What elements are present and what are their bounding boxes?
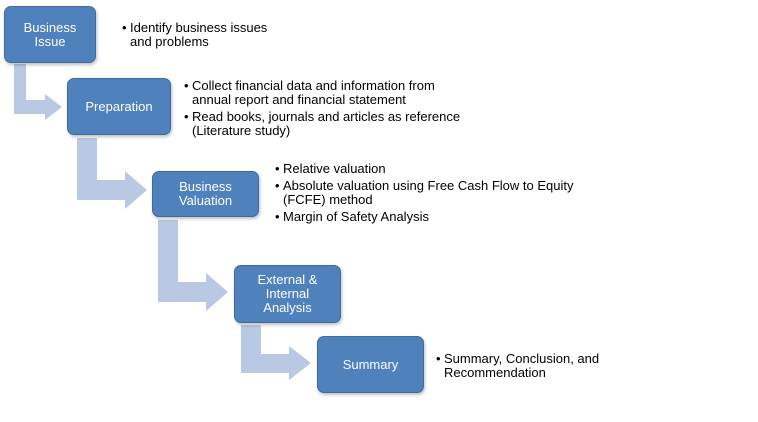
bullet-item: Absolute valuation using Free Cash Flow … (275, 179, 574, 207)
step-bullets-preparation: Collect financial data and information f… (184, 79, 460, 138)
step-box-business-issue: Business Issue (4, 6, 96, 63)
bullet-item: Read books, journals and articles as ref… (184, 110, 460, 138)
step-bullets-summary: Summary, Conclusion, and Recommendation (436, 352, 599, 380)
step-box-preparation: Preparation (67, 78, 171, 135)
step-box-business-valuation: Business Valuation (152, 171, 259, 217)
arrow-valuation-to-analysis (158, 220, 228, 311)
arrow-analysis-to-summary (241, 325, 311, 380)
bullet-item: Margin of Safety Analysis (275, 210, 574, 225)
step-bullets-business-valuation: Relative valuation Absolute valuation us… (275, 162, 574, 225)
bullet-item: Identify business issues and problems (122, 21, 267, 49)
arrow-issue-to-preparation (14, 64, 62, 120)
bullet-item: Summary, Conclusion, and Recommendation (436, 352, 599, 380)
bullet-item: Relative valuation (275, 162, 574, 177)
arrow-preparation-to-valuation (77, 138, 147, 209)
bullet-item: Collect financial data and information f… (184, 79, 460, 107)
step-bullets-business-issue: Identify business issues and problems (122, 21, 267, 49)
step-box-summary: Summary (317, 336, 424, 393)
step-box-external-internal-analysis: External & Internal Analysis (234, 265, 341, 323)
